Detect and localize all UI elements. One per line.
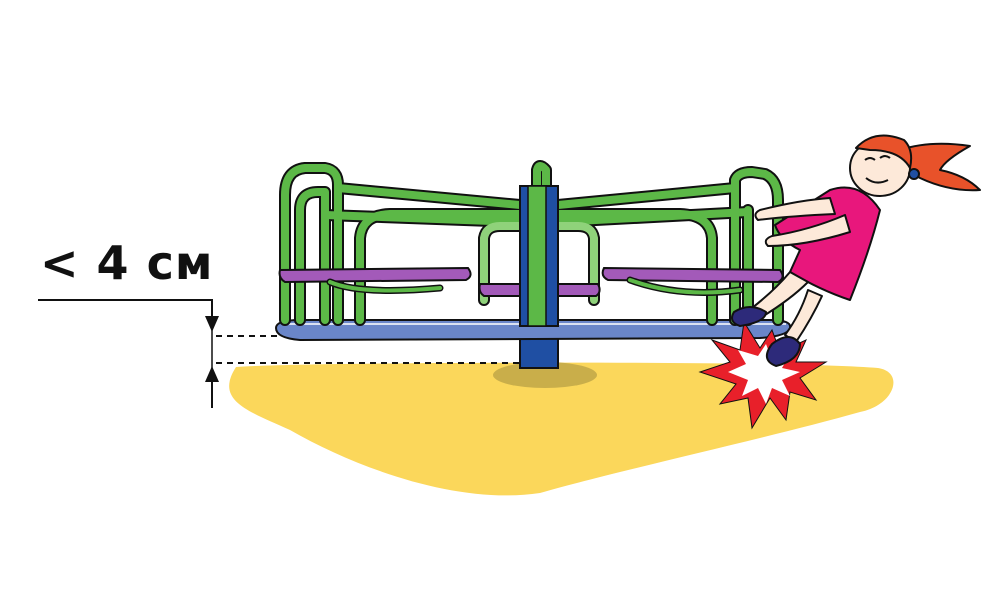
girl-figure-icon — [731, 134, 981, 367]
label-leader-line — [38, 299, 213, 330]
carousel-icon — [279, 160, 784, 326]
seat-right — [601, 266, 784, 284]
girl-shoe-left — [731, 306, 767, 327]
seat-left — [278, 266, 472, 284]
girl-hair — [899, 142, 981, 192]
gap-measurement-label: < 4 см — [40, 236, 214, 290]
up-arrow-icon — [205, 366, 219, 382]
down-arrow-icon — [205, 316, 219, 332]
girl-shoe-right — [765, 336, 801, 367]
girl-arm — [754, 197, 836, 221]
